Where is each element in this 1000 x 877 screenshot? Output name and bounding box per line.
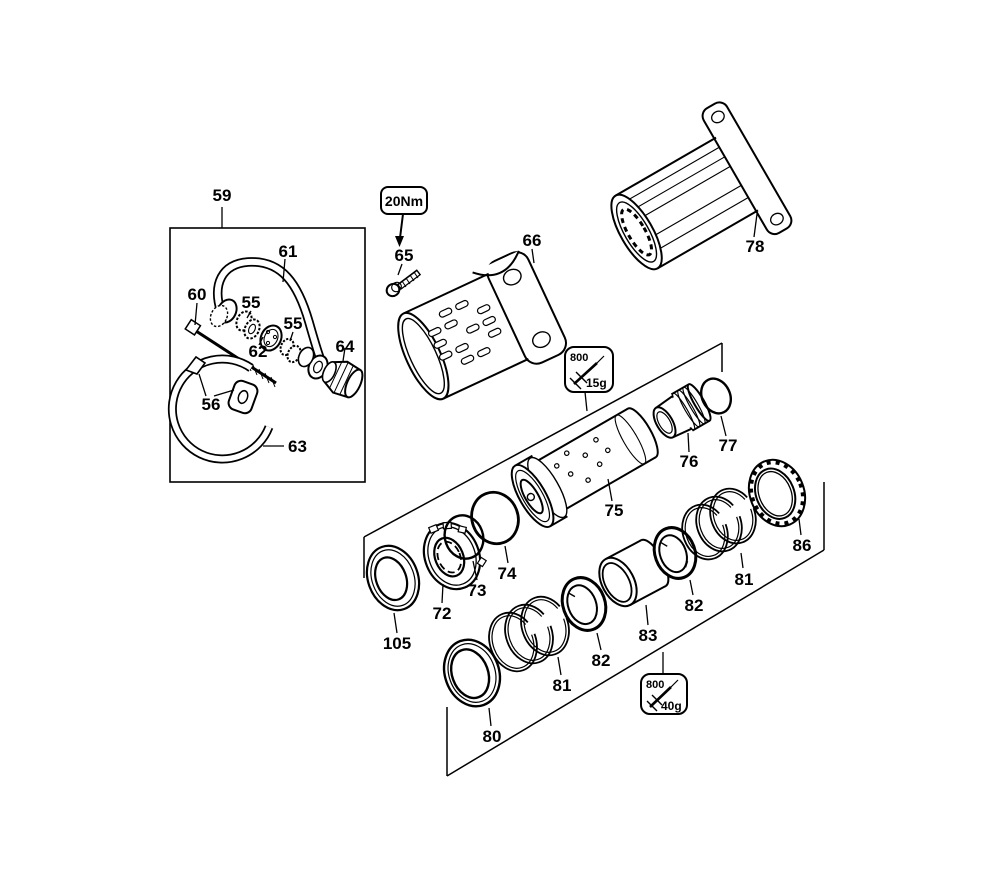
callout-leader-55a (246, 310, 252, 319)
callout-leader-82b (689, 579, 694, 596)
part-callout-105: 105 (383, 634, 411, 653)
callout-leader-77 (720, 415, 727, 437)
callout-leader-83 (645, 604, 649, 626)
toothed-ring-86 (747, 458, 807, 528)
clamp-hook-56 (184, 355, 207, 375)
piston-group-outline (363, 342, 825, 777)
part-callout-65: 65 (395, 246, 414, 265)
callout-leader-73 (472, 560, 478, 581)
part-callout-60: 60 (188, 285, 207, 304)
part-callout-83: 83 (639, 626, 658, 645)
part-callout-62: 62 (249, 342, 268, 361)
callout-leader-75 (607, 478, 613, 502)
callout-leader-76 (687, 432, 690, 453)
screw-65 (385, 269, 422, 298)
part-callout-81a: 81 (553, 676, 572, 695)
part-callout-82a: 82 (592, 651, 611, 670)
part-callout-73: 73 (468, 581, 487, 600)
torque-arrow-shaft (399, 213, 404, 239)
vent-slots (427, 299, 502, 365)
callout-leader-64 (342, 347, 346, 362)
grease-applicator-icon (646, 679, 679, 712)
spacer-disc-62 (258, 324, 283, 352)
seal-ring-80 (442, 638, 502, 708)
callout-leader-62 (258, 336, 264, 346)
seal-ring-105 (365, 544, 421, 612)
callout-leader-81b (740, 552, 744, 569)
group-59-boundary-box (169, 227, 366, 483)
part-callout-82b: 82 (685, 596, 704, 615)
grease-top-code: 800 (570, 352, 588, 364)
gear-housing-78: 78 (610, 101, 793, 271)
clamp-knob-64 (321, 347, 364, 399)
o-ring-74 (470, 490, 520, 546)
part-callout-75: 75 (605, 501, 624, 520)
part-callout-80: 80 (483, 727, 502, 746)
part-callout-63: 63 (288, 437, 307, 456)
part-callout-64: 64 (336, 337, 355, 356)
part-callout-61: 61 (279, 242, 298, 261)
callout-leader-74 (504, 545, 509, 564)
callout-leader-55b (289, 331, 294, 342)
grease-badge-top: 800 15g (564, 346, 614, 412)
torque-callout-group: 20Nm 65 (380, 186, 428, 298)
clamp-lug-56 (227, 379, 259, 415)
piston-ring-set-81-right (681, 487, 757, 561)
part-callout-66: 66 (523, 231, 542, 250)
part-callout-56: 56 (202, 395, 221, 414)
grease-top-amount: 15g (586, 376, 607, 390)
part-callout-74: 74 (498, 564, 517, 583)
sleeve-83 (598, 538, 670, 608)
callout-leader-60 (194, 302, 198, 326)
torque-badge (380, 186, 428, 215)
grease-top-leader (584, 391, 588, 412)
part-callout-72: 72 (433, 604, 452, 623)
bearing-ring-72 (422, 521, 488, 591)
lock-washer-55a (235, 310, 261, 340)
callout-leader-105 (393, 612, 398, 634)
callout-leader-80 (488, 707, 492, 727)
torque-value: 20Nm (385, 193, 423, 209)
part-callout-81b: 81 (735, 570, 754, 589)
grease-badge-bottom: 800 40g (640, 652, 688, 715)
callout-leader-61 (282, 258, 286, 283)
callout-leader-86 (798, 518, 802, 536)
o-ring-77 (700, 377, 732, 415)
handle-grip-end (209, 298, 238, 328)
retaining-ring-82-lower (560, 576, 608, 632)
cylinder-75 (510, 407, 659, 528)
part-callout-55b: 55 (284, 314, 303, 333)
o-ring-73 (443, 514, 485, 560)
part-callout-59: 59 (213, 186, 232, 205)
part-callout-78: 78 (746, 237, 765, 256)
grease-applicator-icon (569, 355, 605, 390)
lock-washer-55b (279, 331, 302, 364)
side-handle-assembly-group: 59 61 60 55 55 62 64 56 63 (167, 186, 366, 483)
clamp-band-63 (167, 354, 284, 464)
part-callout-76: 76 (680, 452, 699, 471)
part-callout-77: 77 (719, 436, 738, 455)
callout-leader-82a (596, 632, 602, 651)
part-callout-55a: 55 (242, 293, 261, 312)
striker-76 (652, 383, 712, 439)
callout-leader-65 (397, 263, 403, 276)
motor-housing-66: 66 (397, 231, 567, 401)
grease-bottom-code: 800 (646, 679, 664, 691)
callout-leader-78 (753, 213, 758, 238)
callout-leader-56a (198, 373, 207, 397)
callout-leader-66 (531, 248, 535, 264)
callout-leader-81a (557, 656, 562, 676)
callout-leader-72 (441, 583, 444, 604)
part-callout-86: 86 (793, 536, 812, 555)
callout-leader-56b (213, 389, 235, 397)
side-handle-tube (213, 257, 325, 363)
grease-bottom-amount: 40g (661, 699, 682, 713)
torque-arrowhead-icon (395, 236, 404, 247)
